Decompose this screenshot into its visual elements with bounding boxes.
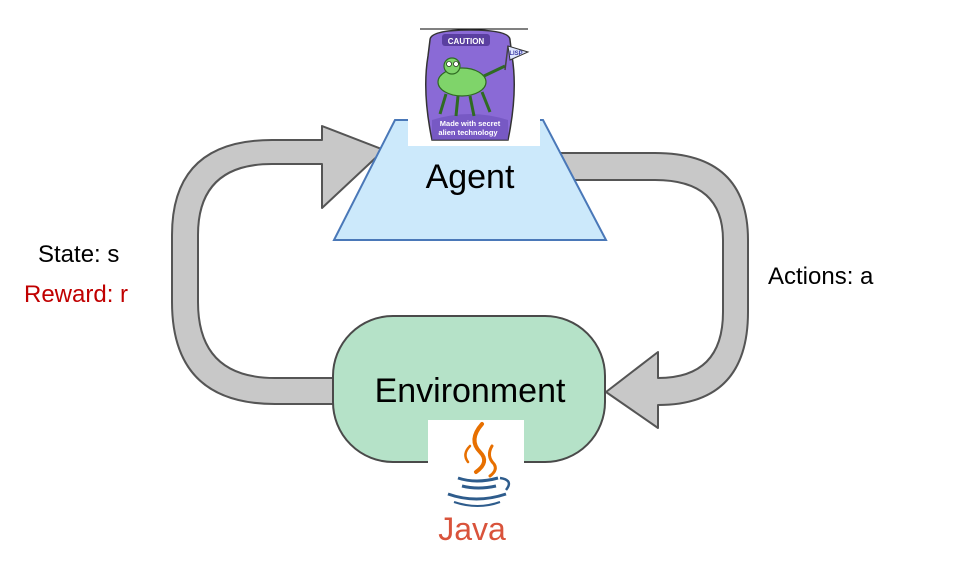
can-tagline-1: Made with secret <box>440 119 501 128</box>
actions-label: Actions: a <box>768 263 874 290</box>
agent-label: Agent <box>426 158 515 196</box>
java-logo: Java <box>428 420 524 550</box>
reward-label: Reward: r <box>24 281 128 308</box>
environment-label: Environment <box>375 372 566 410</box>
state-label: State: s <box>38 241 119 268</box>
java-wordmark: Java <box>438 511 506 547</box>
state-reward-arrow <box>171 125 385 405</box>
actions-arrow <box>552 152 749 429</box>
lisp-alien-logo: CAUTION LISP Made with secret alien tech… <box>408 28 540 146</box>
caution-text: CAUTION <box>448 37 485 46</box>
lisp-flag-text: LISP <box>509 51 522 57</box>
can-tagline-2: alien technology <box>438 128 498 137</box>
